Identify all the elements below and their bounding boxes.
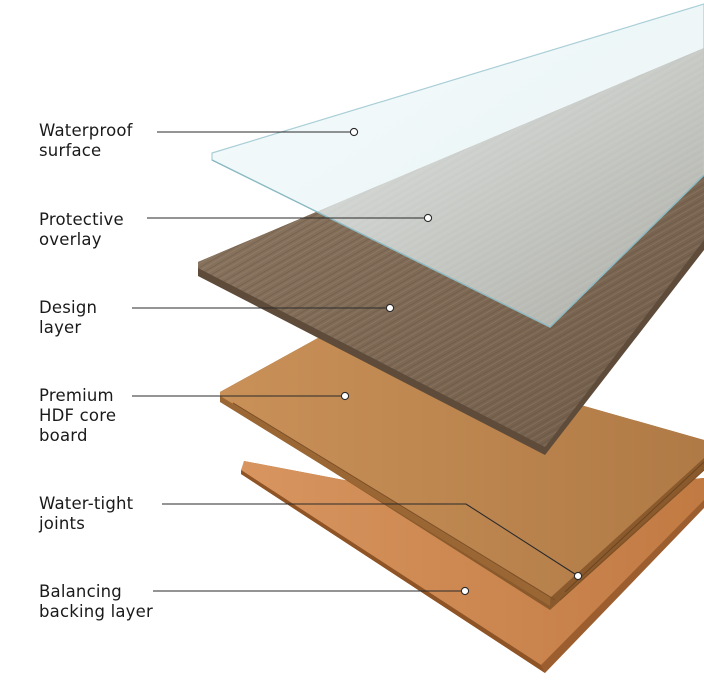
label-line: Premium xyxy=(39,386,114,405)
leader-dot-waterproof xyxy=(349,127,359,137)
hdf-core-board-plank xyxy=(220,333,704,610)
label-line: Design xyxy=(39,298,98,317)
leader-dot-backing xyxy=(460,586,470,596)
leader-dot-core xyxy=(340,391,350,401)
leader-lines xyxy=(132,127,583,596)
label-line: surface xyxy=(39,141,102,160)
label-line: backing layer xyxy=(39,602,153,621)
waterproof-surface-layer xyxy=(211,3,704,328)
leader-line-joints xyxy=(162,503,579,577)
label-protective-overlay: Protective overlay xyxy=(39,210,124,250)
leader-dot-protective xyxy=(423,213,433,223)
label-balancing-backing-layer: Balancing backing layer xyxy=(39,582,153,622)
label-line: HDF core xyxy=(39,406,117,425)
label-line: layer xyxy=(39,318,82,337)
leader-dot-design xyxy=(385,303,395,313)
label-design-layer: Design layer xyxy=(39,298,98,338)
label-line: Waterproof xyxy=(39,121,133,140)
label-line: Water-tight xyxy=(39,494,134,513)
label-line: Protective xyxy=(39,210,124,229)
label-line: joints xyxy=(39,514,85,533)
label-line: board xyxy=(39,426,88,445)
label-water-tight-joints: Water-tight joints xyxy=(39,494,134,534)
label-waterproof-surface: Waterproof surface xyxy=(39,121,133,161)
label-line: Balancing xyxy=(39,582,122,601)
label-line: overlay xyxy=(39,230,102,249)
label-hdf-core-board: Premium HDF core board xyxy=(39,386,117,446)
leader-dot-joints xyxy=(573,571,583,581)
